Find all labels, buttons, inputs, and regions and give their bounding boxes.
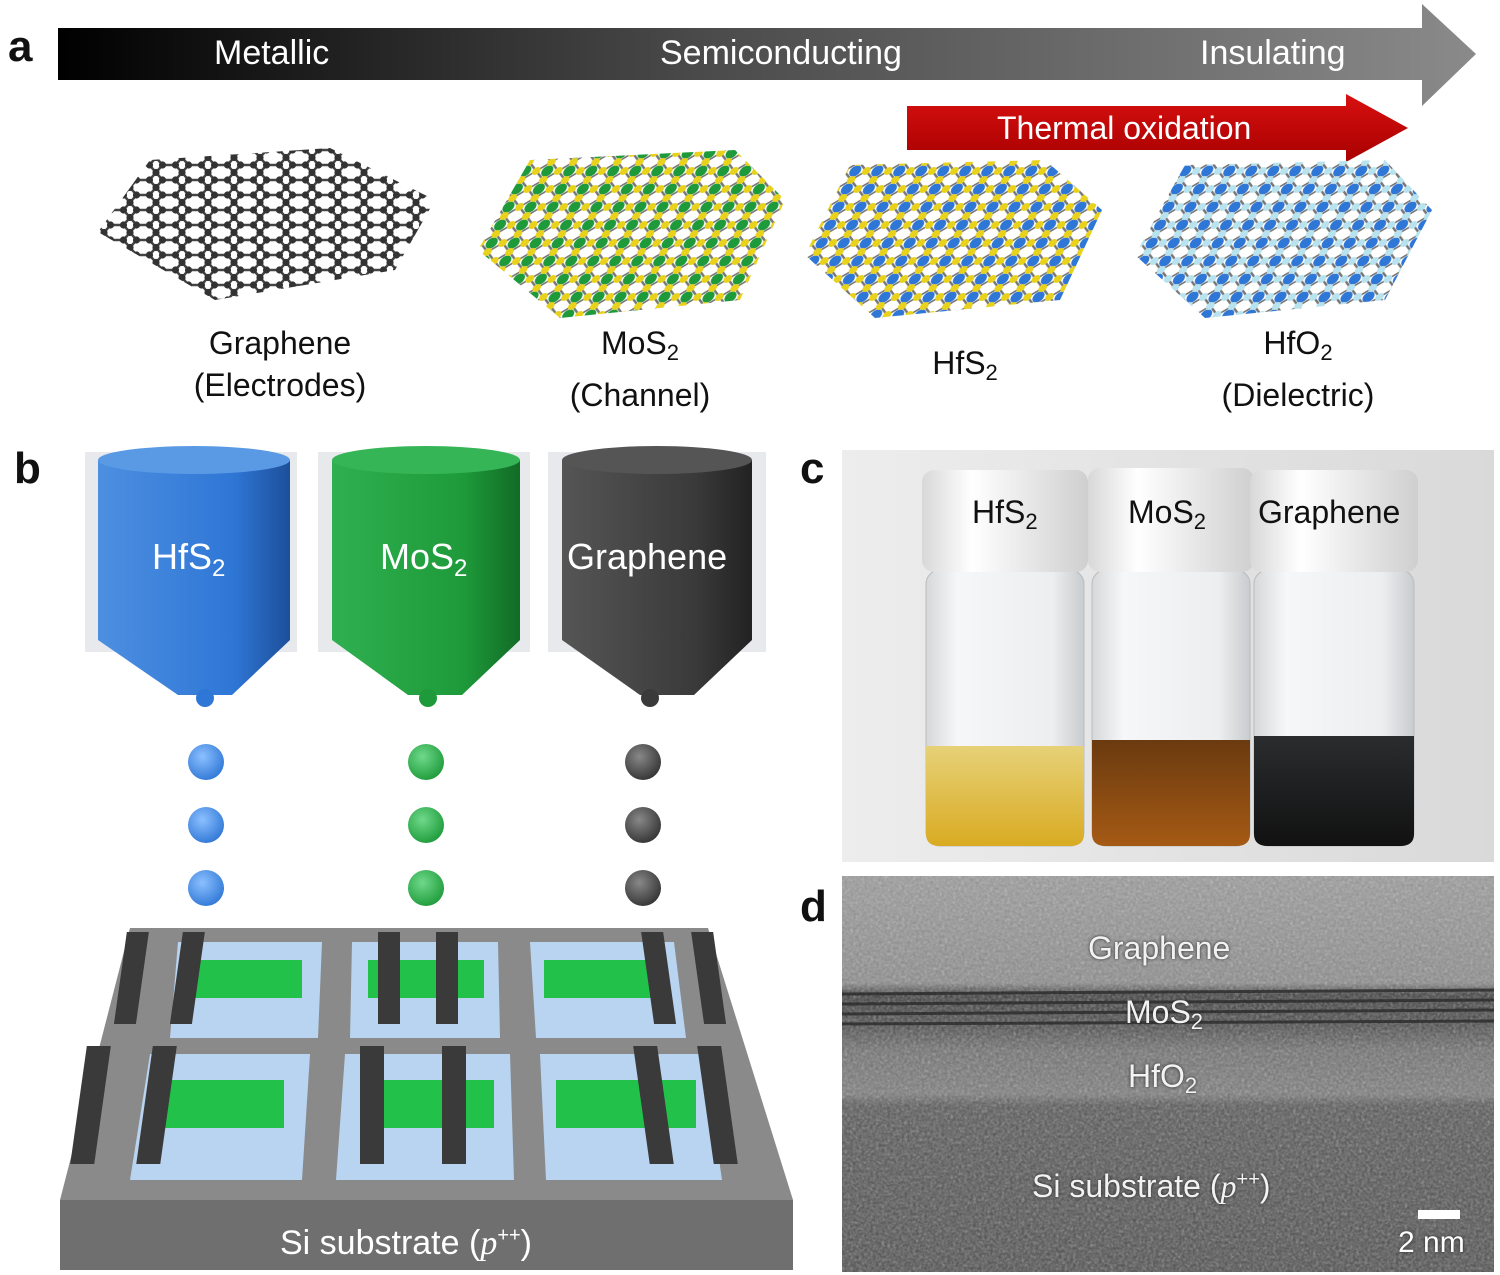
hfs2-cartridge <box>85 446 297 707</box>
panel-c-photo <box>842 450 1494 862</box>
cartridge-label-mos2: MoS2 <box>380 536 468 582</box>
semiconducting-label: Semiconducting <box>660 34 902 72</box>
mos2-cartridge <box>318 446 530 707</box>
scale-bar-label: 2 nm <box>1398 1226 1465 1259</box>
graphene-droplets <box>625 744 661 906</box>
panel-d-tem-image <box>842 876 1494 1272</box>
substrate-label-b: Si substrate (p++) <box>280 1224 532 1262</box>
hfs2-vial <box>922 470 1088 847</box>
panel-b-graphics <box>60 446 793 1270</box>
graphene-lattice <box>98 148 435 300</box>
insulating-label: Insulating <box>1200 34 1346 72</box>
tem-label-graphene: Graphene <box>1088 930 1231 966</box>
mos2-vial <box>1088 468 1254 847</box>
graphene-vial <box>1250 470 1418 847</box>
cartridge-label-hfs2: HfS2 <box>152 536 226 582</box>
panel-a-graphics <box>58 4 1476 318</box>
panel-letter-c: c <box>800 444 825 493</box>
graphene-material-label: Graphene (Electrodes) <box>193 325 367 403</box>
vial-label-graphene: Graphene <box>1258 494 1401 530</box>
tem-label-si-substrate: Si substrate (p++) <box>1032 1168 1271 1204</box>
scale-bar <box>1418 1210 1460 1219</box>
thermal-oxidation-label: Thermal oxidation <box>997 110 1252 146</box>
mos2-lattice-fringes <box>842 988 1494 1026</box>
hfs2-material-label: HfS2 <box>932 345 998 385</box>
tem-label-hfo2: HfO2 <box>1128 1058 1198 1098</box>
vial-label-hfs2: HfS2 <box>972 494 1038 534</box>
panel-letter-b: b <box>14 444 41 493</box>
mos2-lattice <box>478 150 785 318</box>
device-row-1 <box>113 932 727 1038</box>
metallic-label: Metallic <box>214 34 330 72</box>
vial-label-mos2: MoS2 <box>1128 494 1207 534</box>
hfo2-lattice <box>1135 160 1432 318</box>
hfs2-lattice <box>805 160 1102 318</box>
thermal-oxidation-arrow <box>907 94 1408 162</box>
spectrum-arrow <box>58 4 1476 106</box>
hfo2-material-label: HfO2 (Dielectric) <box>1221 325 1375 413</box>
graphene-cartridge <box>548 446 766 707</box>
cartridge-label-graphene: Graphene <box>567 536 728 577</box>
panel-letter-a: a <box>8 22 33 71</box>
hfs2-droplets <box>188 744 224 906</box>
tem-label-mos2: MoS2 <box>1125 994 1204 1034</box>
mos2-material-label: MoS2 (Channel) <box>569 325 711 413</box>
device-row-2 <box>70 1046 738 1180</box>
mos2-droplets <box>408 744 444 906</box>
panel-letter-d: d <box>800 882 827 931</box>
